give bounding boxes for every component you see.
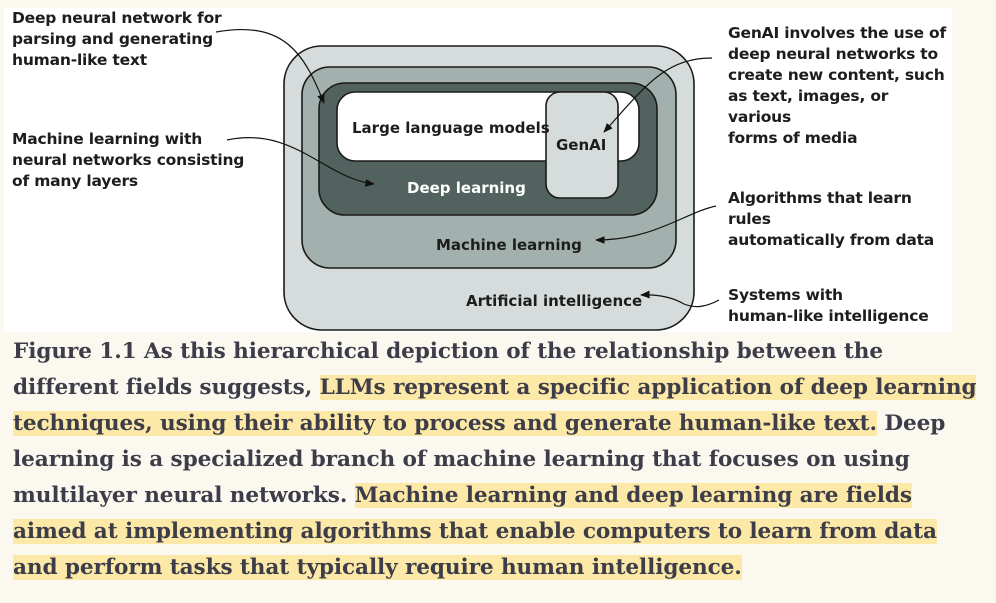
ai-label: Artificial intelligence: [466, 292, 643, 310]
genai-box: [545, 91, 619, 199]
arrow-dl: [226, 137, 375, 187]
arrow-ml: [595, 205, 717, 244]
annotation-genai: GenAI involves the use of deep neural ne…: [728, 24, 946, 147]
annotation-llm: Deep neural network for parsing and gene…: [12, 9, 222, 69]
annotation-dl: Machine learning with neural networks co…: [12, 130, 245, 190]
arrow-ai: [640, 290, 720, 308]
arrow-genai: [603, 57, 713, 133]
figure-diagram: Large language models GenAI Deep learnin…: [4, 8, 952, 332]
annotation-ml: Algorithms that learn rules automaticall…: [728, 189, 935, 249]
ml-label: Machine learning: [436, 236, 582, 254]
figure-label: Figure 1.1: [13, 339, 137, 364]
annotation-ai: Systems with human-like intelligence: [728, 286, 929, 325]
llm-label: Large language models: [352, 119, 550, 137]
caption-text-1: As this hierarchical depiction of the re…: [13, 339, 884, 400]
dl-label: Deep learning: [407, 179, 526, 197]
genai-label: GenAI: [556, 136, 607, 154]
diagram-canvas: [215, 28, 720, 331]
arrow-llm: [215, 28, 325, 104]
figure-caption: Figure 1.1 As this hierarchical depictio…: [13, 334, 988, 586]
caption-text-2: Deep learning is a specialized branch of…: [13, 411, 946, 508]
